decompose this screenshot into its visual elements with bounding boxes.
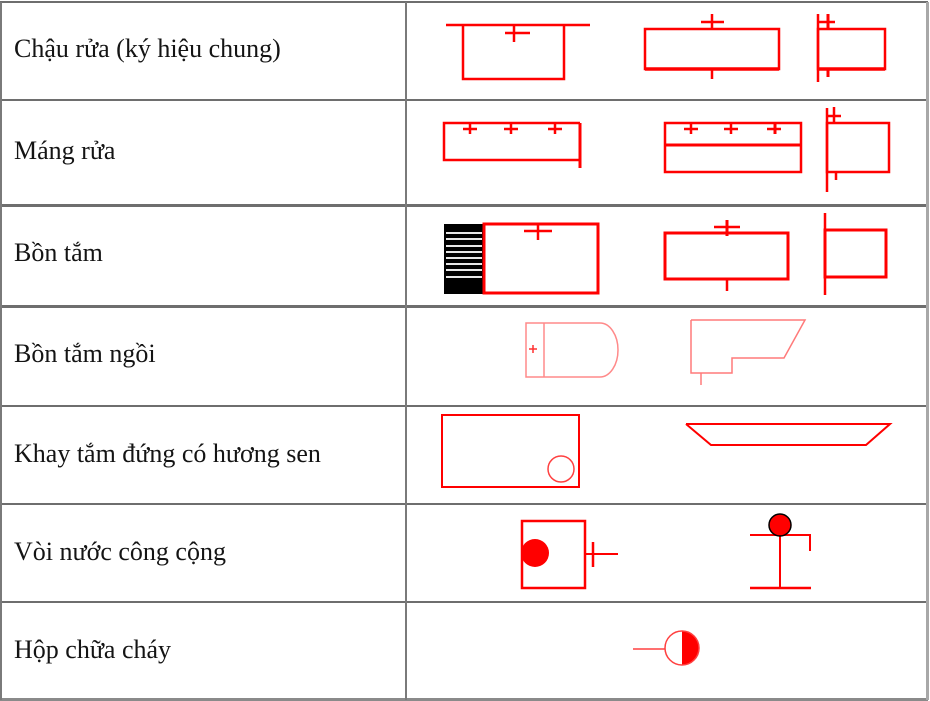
row-symbols-bathtub — [408, 207, 927, 305]
shower-tray-plan-icon — [441, 414, 580, 488]
fire-hose-box-icon — [633, 630, 700, 666]
row-divider — [0, 503, 928, 505]
row-label-sitz-bath: Bồn tắm ngồi — [14, 339, 156, 368]
row-divider — [0, 305, 928, 308]
bathtub-plan-icon — [444, 222, 600, 295]
table-border-right — [926, 2, 929, 700]
row-symbols-trough — [408, 101, 927, 204]
sitz-bath-plan-icon — [525, 322, 619, 378]
row-label-sink: Chậu rửa (ký hiệu chung) — [14, 34, 281, 63]
row-divider — [0, 601, 928, 603]
public-tap-elevation-icon — [750, 513, 811, 590]
row-divider — [0, 99, 928, 101]
row-symbols-public-tap — [408, 505, 927, 601]
shower-tray-side-icon — [685, 423, 893, 446]
row-divider — [0, 405, 928, 407]
row-label-fire-hose-box: Hộp chữa cháy — [14, 635, 172, 664]
column-divider — [405, 2, 407, 700]
trough-plan-icon — [442, 121, 582, 168]
row-symbols-shower-tray — [408, 407, 927, 503]
sink-side-icon — [816, 14, 887, 82]
row-symbols-sink — [408, 3, 927, 99]
sink-front-icon — [643, 14, 781, 79]
trough-side-icon — [825, 107, 891, 192]
trough-front-icon — [663, 121, 803, 174]
bathtub-side-icon — [823, 213, 888, 295]
row-divider — [0, 204, 928, 207]
table-border-top — [0, 1, 928, 3]
row-symbols-sitz-bath — [408, 308, 927, 405]
sink-plan-icon — [446, 23, 590, 81]
row-label-bathtub: Bồn tắm — [14, 238, 103, 267]
row-symbols-fire-hose-box — [408, 603, 927, 698]
table-border-bottom — [0, 698, 928, 701]
row-label-shower-tray: Khay tắm đứng có hương sen — [14, 439, 321, 468]
row-label-trough: Máng rửa — [14, 136, 116, 165]
row-label-public-tap: Vòi nước công cộng — [14, 537, 226, 566]
sitz-bath-side-icon — [690, 319, 807, 385]
bathtub-front-icon — [663, 220, 790, 291]
table-border-left — [0, 2, 2, 700]
public-tap-plan-icon — [520, 519, 618, 590]
